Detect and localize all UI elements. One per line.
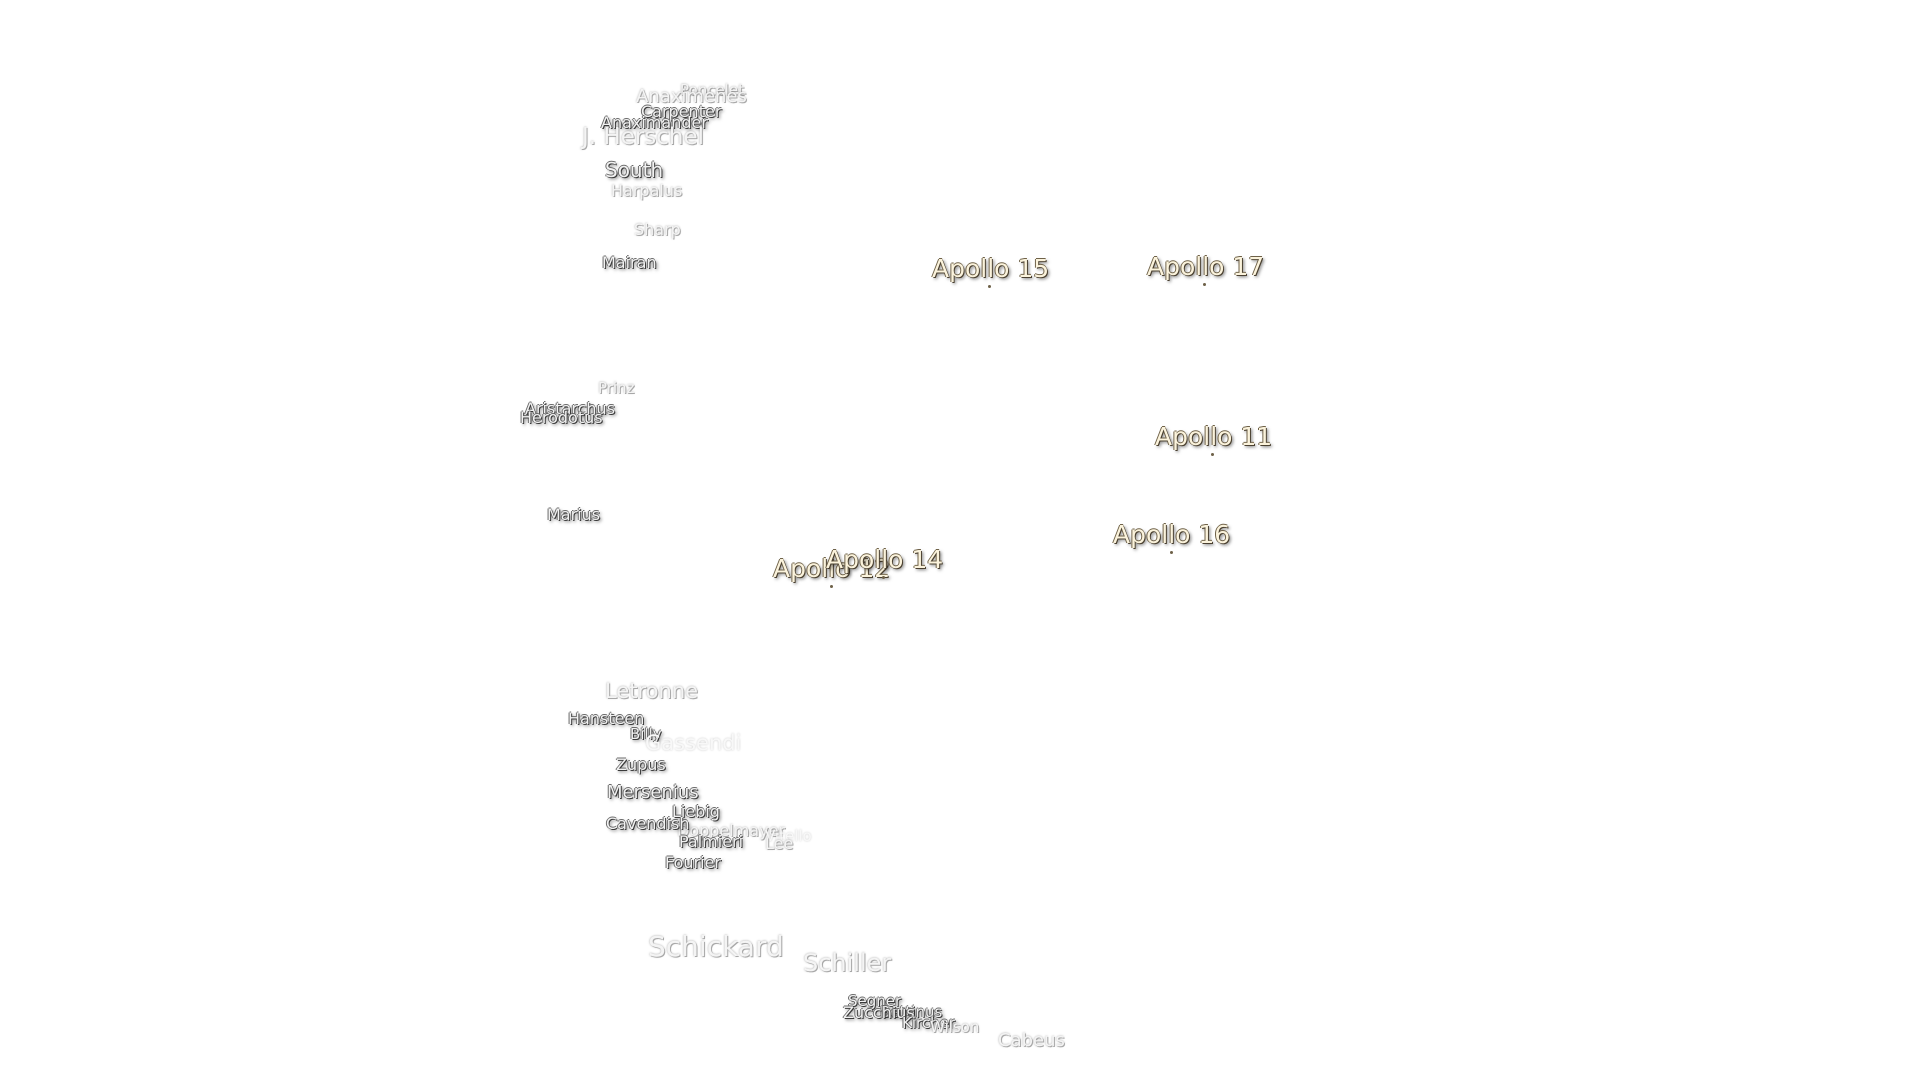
crater-label-prinz[interactable]: Prinz bbox=[598, 379, 635, 397]
crater-label-schiller[interactable]: Schiller bbox=[803, 949, 892, 977]
landing-site-label-apollo-17[interactable]: Apollo 17 bbox=[1147, 252, 1265, 281]
crater-label-gassendi[interactable]: Gassendi bbox=[645, 731, 742, 755]
crater-label-hansteen[interactable]: Hansteen bbox=[568, 709, 645, 728]
crater-label-harpalus[interactable]: Harpalus bbox=[611, 181, 683, 200]
crater-label-herodotus[interactable]: Herodotus bbox=[520, 408, 603, 427]
crater-label-carpenter[interactable]: Carpenter bbox=[641, 102, 722, 121]
crater-label-zucchius[interactable]: Zucchius bbox=[843, 1003, 915, 1022]
crater-label-wilson[interactable]: Wilson bbox=[930, 1018, 980, 1036]
crater-label-j-herschel[interactable]: J. Herschel bbox=[582, 124, 705, 150]
crater-label-marius[interactable]: Marius bbox=[547, 505, 601, 524]
crater-label-cavendish[interactable]: Cavendish bbox=[606, 814, 690, 833]
crater-label-mairan[interactable]: Mairan bbox=[602, 253, 657, 272]
crater-label-billy[interactable]: Billy bbox=[630, 725, 662, 743]
crater-label-lee[interactable]: Lee bbox=[765, 834, 794, 853]
crater-label-palmieri[interactable]: Palmieri bbox=[679, 832, 744, 851]
crater-label-cabeus[interactable]: Cabeus bbox=[998, 1030, 1065, 1051]
landing-site-marker-apollo-16[interactable] bbox=[1170, 551, 1173, 554]
landing-site-marker-apollo-14[interactable] bbox=[882, 576, 885, 579]
crater-label-schickard[interactable]: Schickard bbox=[648, 930, 784, 963]
crater-label-kircher[interactable]: Kircher bbox=[902, 1014, 955, 1032]
crater-label-poncelet[interactable]: Poncelet bbox=[680, 81, 744, 99]
crater-label-letronne[interactable]: Letronne bbox=[605, 679, 699, 703]
crater-label-liebig[interactable]: Liebig bbox=[672, 802, 720, 821]
landing-site-marker-apollo-15[interactable] bbox=[988, 285, 991, 288]
landing-site-label-apollo-14[interactable]: Apollo 14 bbox=[826, 545, 944, 574]
crater-label-south[interactable]: South bbox=[605, 158, 664, 182]
landing-site-label-apollo-15[interactable]: Apollo 15 bbox=[932, 254, 1050, 283]
crater-label-mersenius[interactable]: Mersenius bbox=[607, 782, 699, 803]
crater-label-anaximander[interactable]: Anaximander bbox=[601, 113, 708, 132]
landing-site-marker-apollo-11[interactable] bbox=[1211, 453, 1214, 456]
crater-label-vitello[interactable]: Vitello bbox=[765, 827, 812, 845]
landing-site-marker-apollo-17[interactable] bbox=[1203, 283, 1206, 286]
crater-label-aristarchus[interactable]: Aristarchus bbox=[525, 399, 616, 418]
crater-label-bettinus[interactable]: Bettinus bbox=[880, 1003, 943, 1021]
landing-site-label-apollo-16[interactable]: Apollo 16 bbox=[1113, 520, 1231, 549]
crater-label-doppelmayer[interactable]: Doppelmayer bbox=[677, 821, 785, 840]
crater-label-zupus[interactable]: Zupus bbox=[616, 755, 666, 774]
landing-site-label-apollo-11[interactable]: Apollo 11 bbox=[1155, 422, 1273, 451]
crater-label-sharp[interactable]: Sharp bbox=[634, 220, 681, 239]
crater-label-segner[interactable]: Segner bbox=[848, 992, 902, 1010]
landing-site-marker-apollo-12[interactable] bbox=[830, 585, 833, 588]
crater-label-anaximenes[interactable]: Anaximenes bbox=[636, 86, 747, 107]
crater-label-fourier[interactable]: Fourier bbox=[665, 853, 722, 872]
landing-site-label-apollo-12[interactable]: Apollo 12 bbox=[773, 554, 891, 583]
